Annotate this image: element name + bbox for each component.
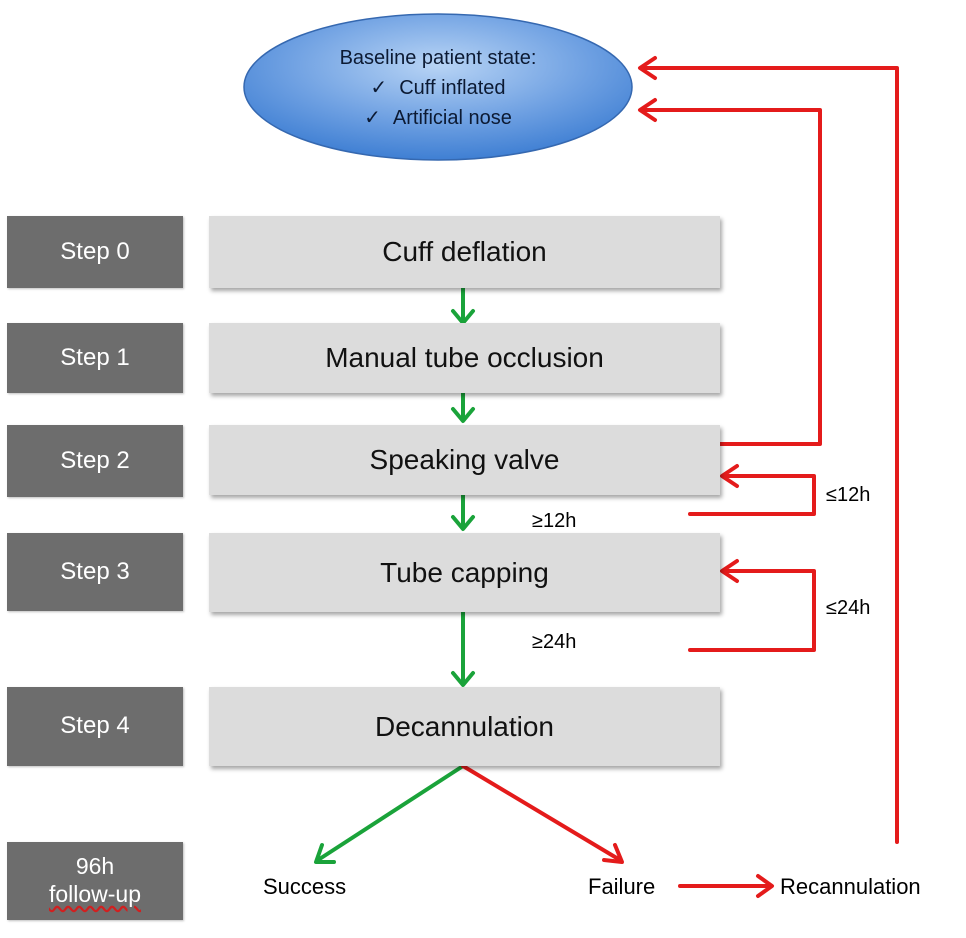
step-box-speaking-valve: Speaking valve: [209, 425, 720, 495]
followup-line1: 96h: [75, 853, 115, 880]
arrow-step0-to-step1: [451, 286, 475, 325]
outcome-failure: Failure: [588, 874, 656, 899]
step-label-followup: 96h follow-up: [7, 842, 183, 920]
arrow-failure-to-recannulation: [678, 874, 774, 898]
duration-step3-pass: ≥24h: [532, 631, 577, 653]
outcome-success: Success: [263, 874, 347, 899]
duration-step2-fail: ≤12h: [826, 484, 871, 506]
baseline-item-nose: ✓ Artificial nose: [364, 103, 512, 133]
loop-recannulation-to-baseline: [638, 56, 899, 844]
loop-step2-to-baseline: [638, 98, 822, 446]
failure-arrows: [461, 56, 899, 898]
step-box-cuff-deflation: Cuff deflation: [209, 216, 720, 288]
baseline-item-label: Cuff inflated: [399, 76, 506, 99]
followup-line2: follow-up: [48, 881, 142, 907]
step-label-1: Step 1: [7, 323, 183, 393]
step-label-2: Step 2: [7, 425, 183, 497]
baseline-item-label: Artificial nose: [392, 106, 512, 129]
arrow-step1-to-step2: [451, 390, 475, 423]
step-box-decannulation: Decannulation: [209, 687, 720, 766]
arrow-to-failure: [461, 764, 624, 864]
step-label-4: Step 4: [7, 687, 183, 766]
duration-step2-pass: ≥12h: [532, 510, 577, 532]
baseline-item-cuff: ✓ Cuff inflated: [370, 73, 505, 103]
loop-step2-retry: [688, 464, 816, 516]
step-box-tube-capping: Tube capping: [209, 533, 720, 612]
baseline-ellipse: [243, 13, 633, 161]
checkmark-icon: ✓: [364, 106, 381, 129]
success-arrows: [314, 286, 475, 864]
arrow-step3-to-step4: [451, 610, 475, 687]
step-label-0: Step 0: [7, 216, 183, 288]
outcome-recannulation: Recannulation: [780, 874, 921, 899]
baseline-state: Baseline patient state: ✓ Cuff inflated …: [243, 13, 633, 162]
loop-step3-retry: [688, 559, 816, 652]
baseline-title: Baseline patient state:: [339, 46, 537, 69]
step-label-3: Step 3: [7, 533, 183, 611]
arrow-to-success: [314, 764, 465, 864]
arrow-step2-to-step3: [451, 493, 475, 531]
checkmark-icon: ✓: [370, 76, 388, 99]
step-box-manual-occlusion: Manual tube occlusion: [209, 323, 720, 393]
duration-step3-fail: ≤24h: [826, 597, 871, 619]
